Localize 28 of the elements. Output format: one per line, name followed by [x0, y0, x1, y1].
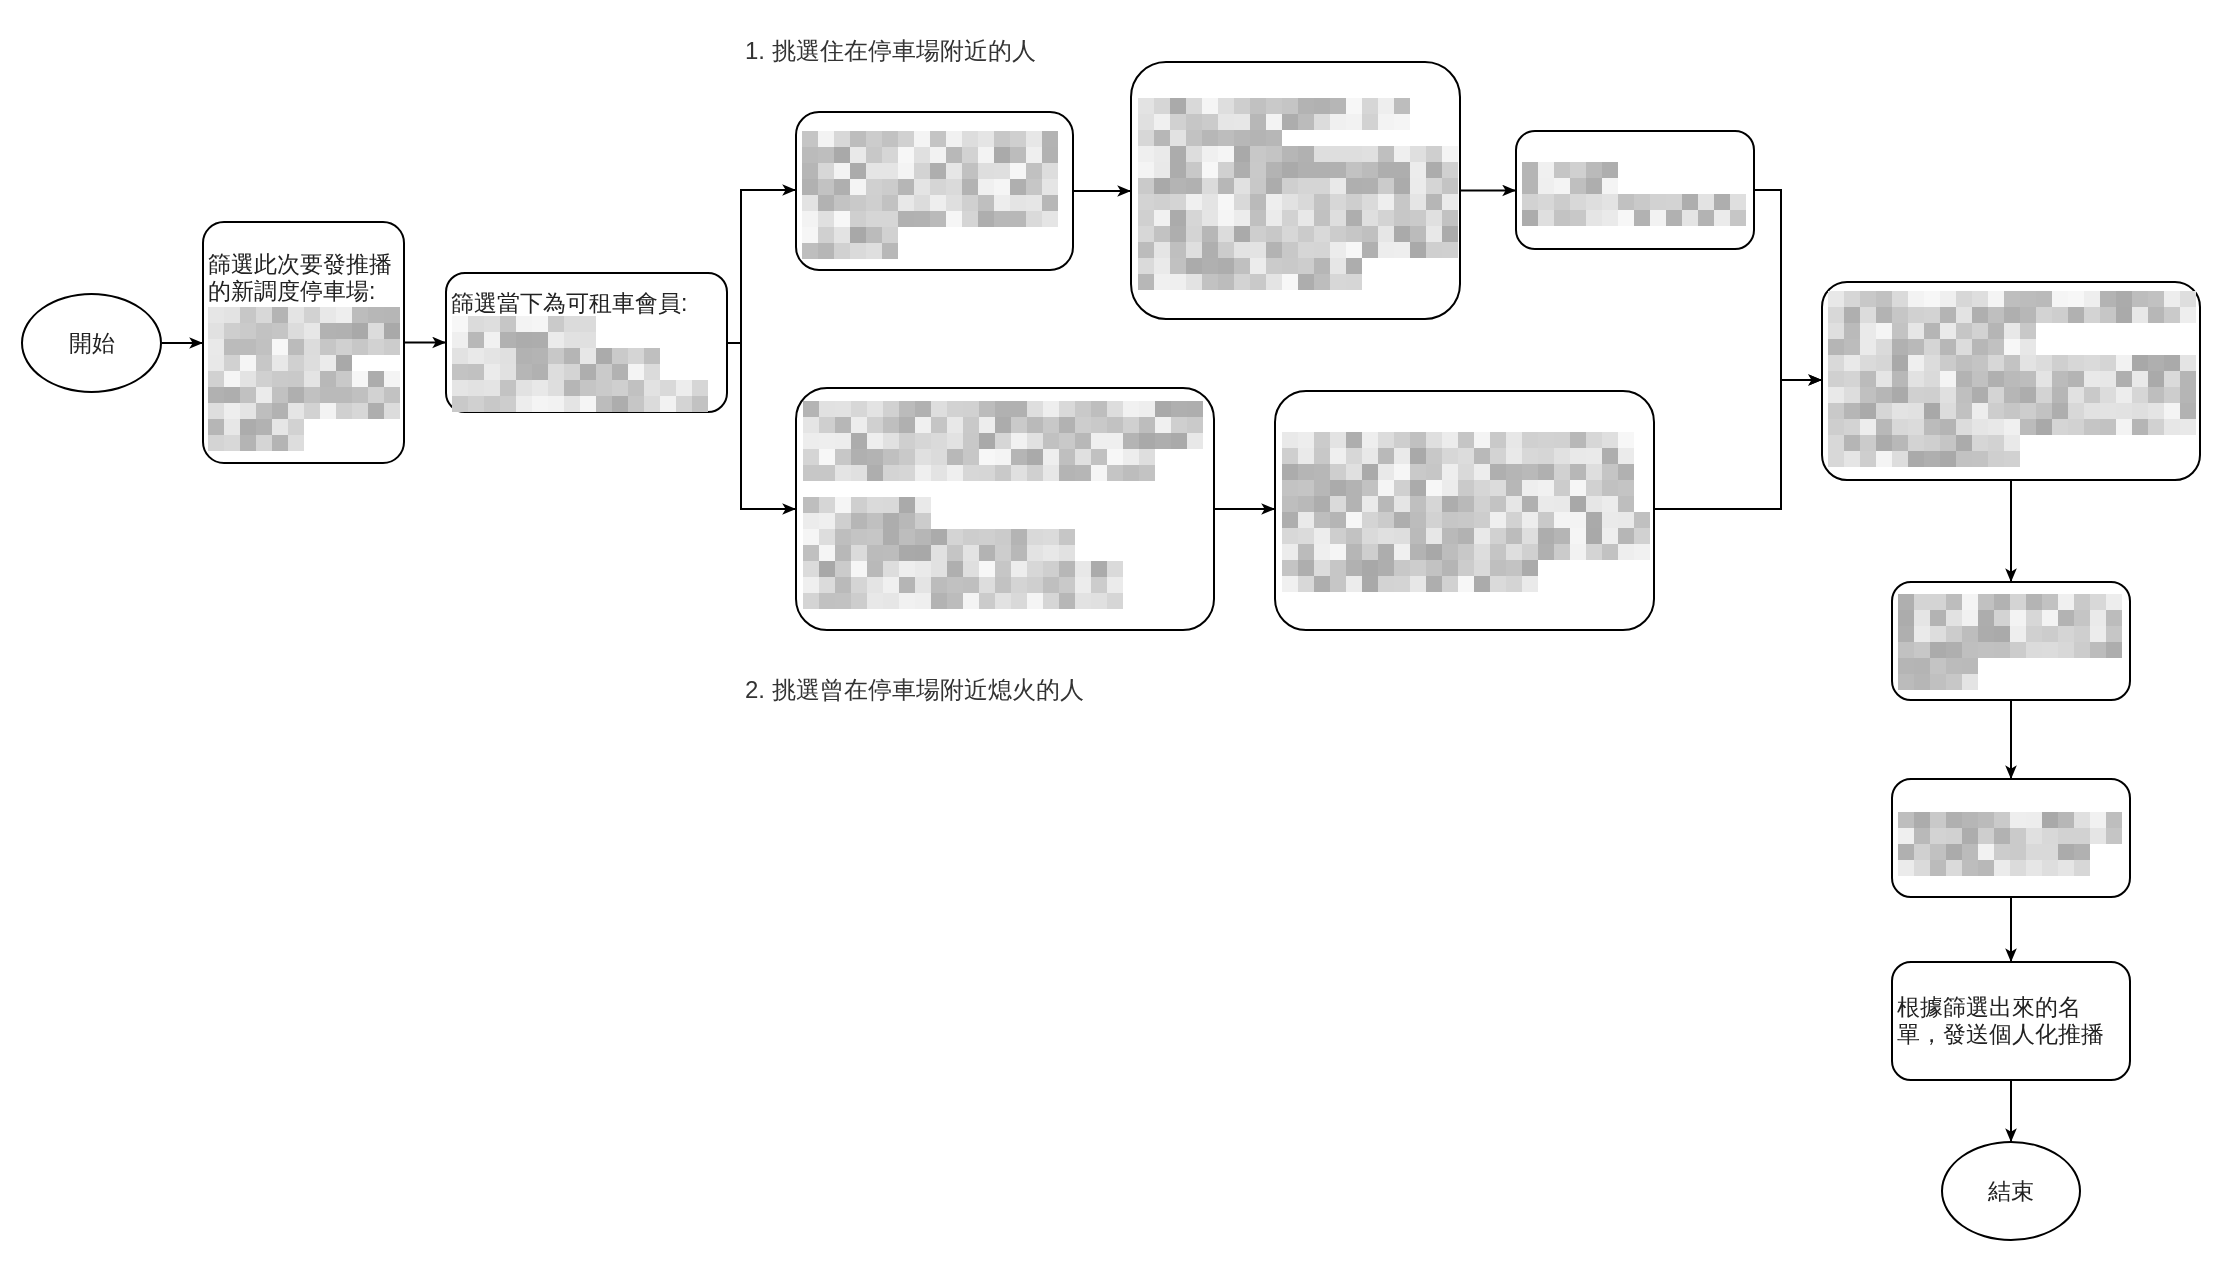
arrow [2005, 700, 2017, 780]
arrow [727, 342, 797, 515]
process-box [1891, 778, 2131, 898]
node-text: 根據篩選出來的名單，發送個人化推播 [1897, 994, 2105, 1048]
node-text: 結束 [1988, 1177, 2034, 1205]
arrow [1073, 185, 1132, 197]
node-text: 篩選此次要發推播的新調度停車場: [208, 251, 393, 305]
branch-label: 2. 挑選曾在停車場附近熄火的人 [745, 675, 1084, 705]
node-text: 篩選當下為可租車會員: [451, 290, 689, 317]
arrow [2005, 1080, 2017, 1143]
process-box [795, 111, 1074, 271]
process-box [445, 272, 728, 413]
process-box [1515, 130, 1755, 250]
arrow [1214, 503, 1276, 515]
node-text: 開始 [68, 329, 115, 357]
arrow [161, 337, 204, 349]
arrow [1460, 184, 1517, 197]
arrow [2005, 480, 2017, 583]
arrow [404, 336, 447, 349]
process-box [1891, 961, 2131, 1081]
process-box [202, 221, 405, 464]
arrow [2005, 897, 2017, 963]
process-box [1891, 581, 2131, 701]
branch-label: 1. 挑選住在停車場附近的人 [745, 36, 1036, 66]
arrow [1654, 374, 1823, 510]
process-box [1130, 61, 1461, 320]
process-box [1274, 390, 1655, 631]
process-box [795, 387, 1215, 631]
